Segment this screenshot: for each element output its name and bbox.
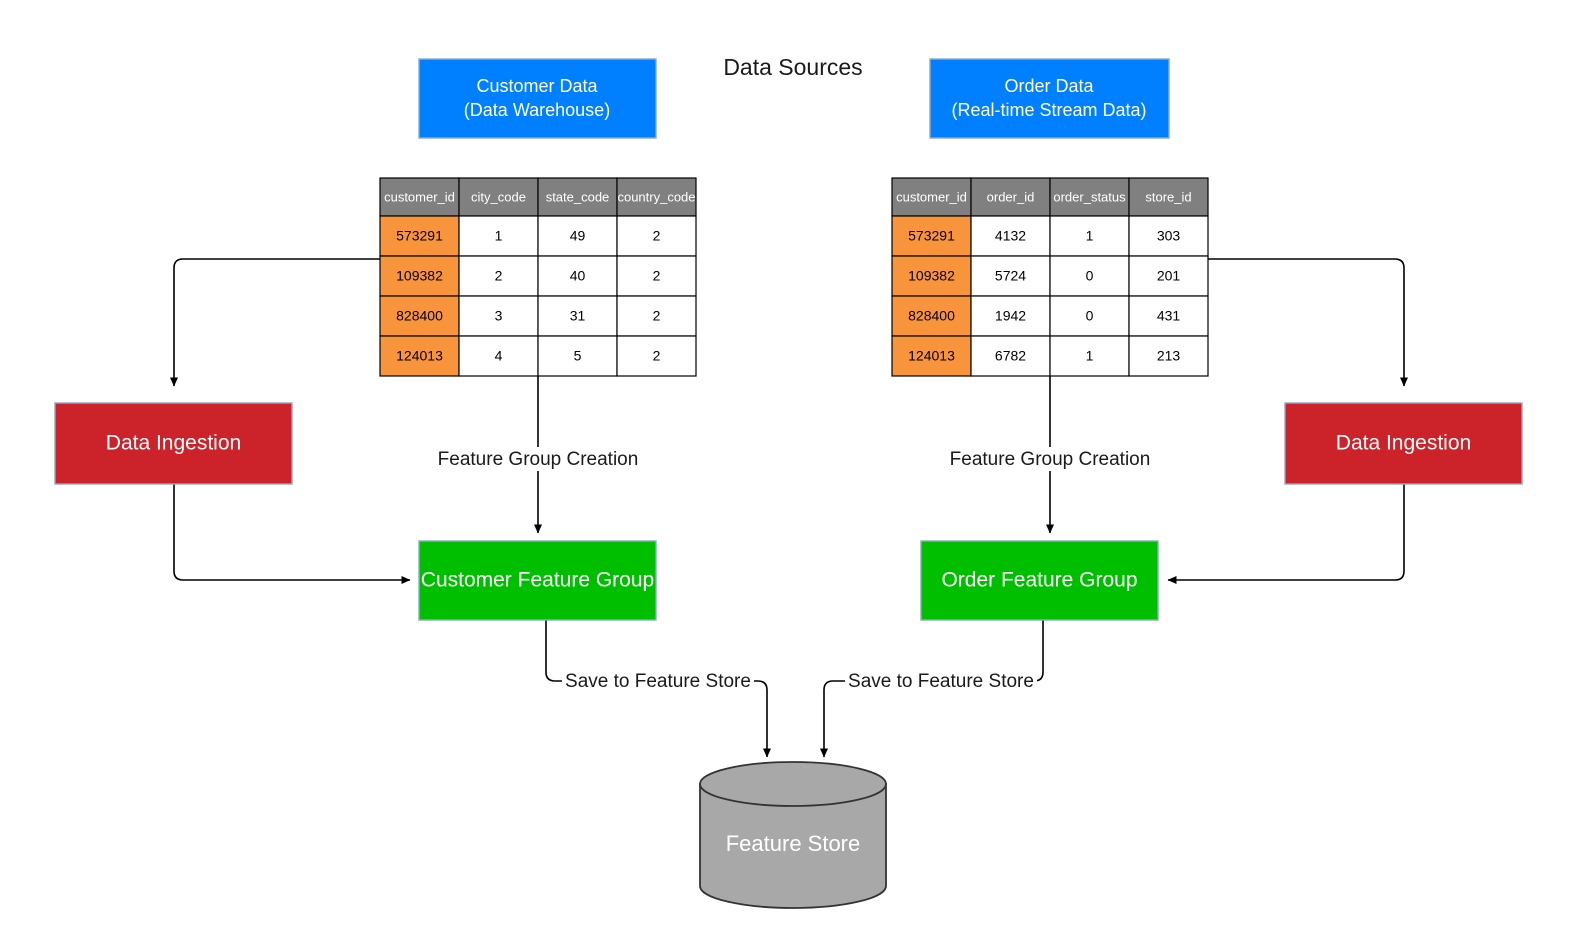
customer-table-col-3: country_code xyxy=(617,189,695,204)
customer-cell-2-3: 2 xyxy=(653,308,661,324)
cylinder-body xyxy=(699,783,887,909)
customer-cell-1-1: 2 xyxy=(495,268,503,284)
connector-left-ingestion-to-customer-feature-group xyxy=(173,484,411,584)
customer-cell-0-2: 49 xyxy=(570,228,586,244)
table-row: 124013 6782 1 213 xyxy=(891,335,1209,377)
order-feature-group[interactable]: Order Feature Group xyxy=(920,540,1159,621)
order-table-col-0: customer_id xyxy=(896,189,967,204)
order-table-col-1: order_id xyxy=(987,189,1035,204)
table-row: 109382 5724 0 201 xyxy=(891,255,1209,297)
feature-group-creation-left-text: Feature Group Creation xyxy=(438,449,639,470)
customer-cell-0-3: 2 xyxy=(653,228,661,244)
customer-table-col-0: customer_id xyxy=(384,189,455,204)
order-cell-1-0: 109382 xyxy=(908,268,955,284)
customer-cell-1-3: 2 xyxy=(653,268,661,284)
right-data-ingestion-label: Data Ingestion xyxy=(1336,432,1471,455)
feature-store-cylinder[interactable]: Feature Store xyxy=(699,761,887,909)
page-title: Data Sources xyxy=(723,54,862,80)
order-cell-2-1: 1942 xyxy=(995,308,1026,324)
feature-group-creation-right-text: Feature Group Creation xyxy=(950,449,1151,470)
customer-table-col-1: city_code xyxy=(471,189,526,204)
customer-cell-1-2: 40 xyxy=(570,268,586,284)
table-row: 828400 1942 0 431 xyxy=(891,295,1209,337)
left-data-ingestion-label: Data Ingestion xyxy=(106,432,241,455)
order-data-table: customer_id order_id order_status store_… xyxy=(891,177,1209,377)
customer-feature-group-label: Customer Feature Group xyxy=(421,569,654,592)
customer-feature-group[interactable]: Customer Feature Group xyxy=(418,540,657,621)
feature-store-label: Feature Store xyxy=(726,831,861,856)
order-data-source-line1: Order Data xyxy=(1004,76,1094,96)
save-to-feature-store-left-label: Save to Feature Store xyxy=(562,670,754,693)
customer-table-col-2: state_code xyxy=(546,189,610,204)
customer-cell-0-1: 1 xyxy=(495,228,503,244)
order-cell-3-1: 6782 xyxy=(995,348,1026,364)
right-data-ingestion[interactable]: Data Ingestion xyxy=(1284,402,1523,485)
order-cell-1-3: 201 xyxy=(1157,268,1181,284)
table-row: 828400 3 31 2 xyxy=(379,295,697,337)
customer-data-source[interactable]: Customer Data (Data Warehouse) xyxy=(418,58,657,139)
customer-cell-1-0: 109382 xyxy=(396,268,443,284)
customer-data-source-line2: (Data Warehouse) xyxy=(464,100,610,120)
order-data-source[interactable]: Order Data (Real-time Stream Data) xyxy=(929,58,1170,139)
order-cell-3-0: 124013 xyxy=(908,348,955,364)
feature-group-creation-left-label: Feature Group Creation xyxy=(432,447,645,471)
order-data-source-line2: (Real-time Stream Data) xyxy=(951,100,1146,120)
save-to-feature-store-right-label: Save to Feature Store xyxy=(845,670,1037,693)
order-cell-0-2: 1 xyxy=(1086,228,1094,244)
customer-cell-2-1: 3 xyxy=(495,308,503,324)
customer-cell-3-1: 4 xyxy=(495,348,503,364)
order-feature-group-label: Order Feature Group xyxy=(941,569,1137,592)
customer-data-source-line1: Customer Data xyxy=(476,76,598,96)
customer-data-table: customer_id city_code state_code country… xyxy=(379,177,697,377)
order-cell-3-2: 1 xyxy=(1086,348,1094,364)
customer-cell-2-2: 31 xyxy=(570,308,586,324)
connector-customer-table-to-left-ingestion xyxy=(170,258,380,387)
table-row: 573291 4132 1 303 xyxy=(891,215,1209,257)
order-table-col-3: store_id xyxy=(1145,189,1191,204)
left-data-ingestion[interactable]: Data Ingestion xyxy=(54,402,293,485)
order-cell-0-3: 303 xyxy=(1157,228,1181,244)
table-row: 124013 4 5 2 xyxy=(379,335,697,377)
feature-group-creation-right-label: Feature Group Creation xyxy=(944,447,1157,471)
save-to-feature-store-left-text: Save to Feature Store xyxy=(565,671,751,692)
order-cell-0-1: 4132 xyxy=(995,228,1026,244)
order-cell-3-3: 213 xyxy=(1157,348,1181,364)
order-cell-2-2: 0 xyxy=(1086,308,1094,324)
order-table-col-2: order_status xyxy=(1053,189,1126,204)
customer-cell-3-0: 124013 xyxy=(396,348,443,364)
table-row: 573291 1 49 2 xyxy=(379,215,697,257)
customer-cell-3-3: 2 xyxy=(653,348,661,364)
connector-right-ingestion-to-order-feature-group xyxy=(1167,484,1405,584)
connector-order-table-to-right-ingestion xyxy=(1208,258,1408,387)
order-cell-1-1: 5724 xyxy=(995,268,1026,284)
customer-cell-0-0: 573291 xyxy=(396,228,443,244)
order-cell-0-0: 573291 xyxy=(908,228,955,244)
cylinder-top xyxy=(699,761,887,807)
order-cell-2-0: 828400 xyxy=(908,308,955,324)
customer-cell-3-2: 5 xyxy=(574,348,582,364)
customer-cell-2-0: 828400 xyxy=(396,308,443,324)
table-row: 109382 2 40 2 xyxy=(379,255,697,297)
order-cell-2-3: 431 xyxy=(1157,308,1181,324)
save-to-feature-store-right-text: Save to Feature Store xyxy=(848,671,1034,692)
order-cell-1-2: 0 xyxy=(1086,268,1094,284)
